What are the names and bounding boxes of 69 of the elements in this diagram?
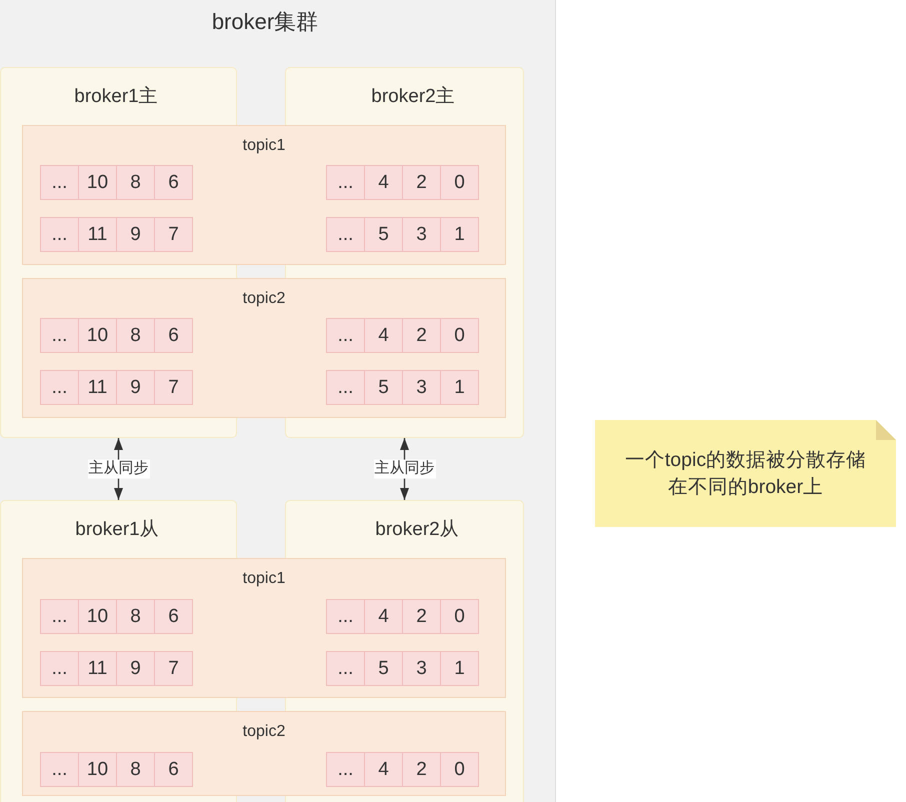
message-slot: 5 [364,651,403,686]
topic-title: topic2 [242,289,286,308]
message-slot: 1 [440,651,479,686]
message-slot: 2 [402,752,441,787]
message-slot: ... [40,217,79,252]
cluster-title: broker集群 [212,9,318,36]
message-slot: 3 [402,651,441,686]
message-slot: ... [40,752,79,787]
message-slot: 9 [116,217,155,252]
message-slot: 4 [364,599,403,634]
message-slot: 6 [154,599,193,634]
message-slot: 9 [116,370,155,405]
message-slot: 4 [364,318,403,353]
topic-title: topic1 [242,136,286,156]
message-slot: ... [326,752,365,787]
topic-title: topic2 [242,722,286,742]
message-slot: 7 [154,370,193,405]
message-slot: ... [326,165,365,200]
message-slot: 8 [116,165,155,200]
topic-title: topic1 [242,569,286,588]
edge-label: 主从同步 [88,460,150,478]
broker-title: broker2主 [371,86,455,109]
message-slot: 6 [154,752,193,787]
message-slot: 6 [154,318,193,353]
sticky-note [595,420,896,527]
message-slot: 2 [402,318,441,353]
message-slot: 10 [78,752,117,787]
message-slot: 10 [78,165,117,200]
message-slot: 7 [154,651,193,686]
message-slot: ... [40,318,79,353]
message-slot: 9 [116,651,155,686]
message-slot: 5 [364,217,403,252]
message-slot: ... [40,651,79,686]
message-slot: 7 [154,217,193,252]
message-slot: 5 [364,370,403,405]
message-slot: ... [40,599,79,634]
message-slot: 0 [440,752,479,787]
message-slot: ... [40,370,79,405]
message-slot: 4 [364,752,403,787]
message-slot: 8 [116,752,155,787]
message-slot: 8 [116,318,155,353]
message-slot: 0 [440,165,479,200]
message-slot: 3 [402,217,441,252]
message-slot: 11 [78,370,117,405]
edge-label: 主从同步 [374,460,436,478]
message-slot: 2 [402,165,441,200]
message-slot: ... [326,318,365,353]
message-slot: 1 [440,217,479,252]
message-slot: 10 [78,599,117,634]
message-slot: 0 [440,318,479,353]
message-slot: ... [326,599,365,634]
message-slot: 8 [116,599,155,634]
message-slot: 6 [154,165,193,200]
message-slot: ... [326,370,365,405]
note-text: 一个topic的数据被分散存储在不同的broker上 [624,448,868,500]
message-slot: ... [40,165,79,200]
broker-title: broker1从 [75,519,159,542]
message-slot: 0 [440,599,479,634]
broker-title: broker1主 [74,86,158,109]
message-slot: 1 [440,370,479,405]
message-slot: 11 [78,217,117,252]
message-slot: 11 [78,651,117,686]
message-slot: ... [326,651,365,686]
broker-title: broker2从 [375,519,459,542]
message-slot: 3 [402,370,441,405]
message-slot: 10 [78,318,117,353]
message-slot: 4 [364,165,403,200]
message-slot: 2 [402,599,441,634]
message-slot: ... [326,217,365,252]
